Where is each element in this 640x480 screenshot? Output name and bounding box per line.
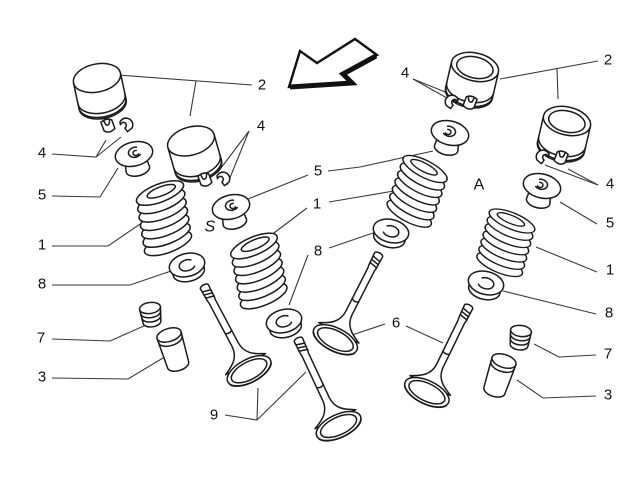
leader-right-1 bbox=[535, 246, 598, 273]
callout-left-8: 8 bbox=[38, 276, 46, 293]
leader-center-4b bbox=[226, 130, 250, 186]
part-seat-2 bbox=[263, 304, 307, 343]
leader-left-4 bbox=[51, 139, 107, 158]
leader-left-8 bbox=[52, 270, 172, 286]
leader-right-2 bbox=[499, 60, 599, 80]
callout-right-4: 4 bbox=[606, 176, 614, 193]
callout-left-1: 1 bbox=[38, 237, 46, 254]
callout-center-5: 5 bbox=[314, 163, 322, 180]
part-seal-1 bbox=[138, 300, 164, 330]
leader-right-4b bbox=[544, 164, 599, 186]
letter-a-intake: A bbox=[474, 177, 485, 194]
callout-right-7: 7 bbox=[604, 346, 612, 363]
part-seat-1 bbox=[166, 248, 210, 287]
part-valve-3 bbox=[307, 241, 402, 362]
letter-s-exhaust: S bbox=[205, 219, 216, 236]
callout-right-8: 8 bbox=[605, 305, 613, 322]
leader-center-4 bbox=[217, 130, 250, 173]
callout-center-4: 4 bbox=[257, 118, 265, 135]
leader-center-8a bbox=[288, 254, 309, 306]
part-tappet-1 bbox=[69, 58, 130, 124]
leader-left-1 bbox=[52, 219, 147, 247]
callout-left-5: 5 bbox=[38, 187, 46, 204]
callout-labels: 4 5 1 8 7 3 2 4 5 1 8 9 6 S A 4 2 4 5 1 … bbox=[37, 52, 614, 424]
part-retainer-3 bbox=[425, 116, 473, 160]
leader-center-2 bbox=[117, 74, 253, 86]
callout-righttop-4: 4 bbox=[401, 65, 409, 82]
direction-arrow-thick-edge bbox=[289, 53, 378, 90]
leader-center-2b bbox=[189, 80, 197, 117]
leader-6b bbox=[405, 325, 444, 344]
part-retainer-1 bbox=[111, 137, 159, 181]
callout-left-7: 7 bbox=[37, 330, 45, 347]
leader-left-4b bbox=[95, 136, 122, 158]
leader-9b bbox=[256, 371, 307, 421]
leader-right-8 bbox=[502, 290, 597, 315]
callout-center-2: 2 bbox=[258, 77, 266, 94]
callout-center-8: 8 bbox=[314, 243, 322, 260]
part-retainer-4 bbox=[517, 169, 565, 213]
leader-center-8b bbox=[328, 231, 377, 249]
part-seal-2 bbox=[507, 323, 533, 353]
callout-6: 6 bbox=[392, 315, 400, 332]
leader-9 bbox=[224, 387, 259, 421]
leader-right-3 bbox=[516, 379, 597, 399]
part-spring-2 bbox=[224, 226, 293, 316]
leader-6a bbox=[348, 323, 386, 337]
leader-center-5a bbox=[247, 174, 309, 200]
leader-center-1b bbox=[328, 190, 395, 203]
callout-center-1: 1 bbox=[313, 196, 321, 213]
part-spring-1 bbox=[131, 174, 197, 263]
leader-right-7 bbox=[533, 343, 597, 358]
part-guide-1 bbox=[154, 324, 193, 375]
part-retainer-2 bbox=[208, 190, 256, 234]
part-guide-2 bbox=[479, 350, 519, 401]
leader-righttop-4 bbox=[412, 78, 448, 99]
callout-left-3: 3 bbox=[38, 369, 46, 386]
callout-right-3: 3 bbox=[604, 387, 612, 404]
callout-left-4: 4 bbox=[38, 145, 46, 162]
leader-left-7 bbox=[51, 324, 147, 342]
part-valve-4 bbox=[399, 293, 492, 415]
direction-arrow-icon bbox=[287, 37, 380, 90]
leader-left-3 bbox=[51, 357, 164, 380]
callout-right-5: 5 bbox=[606, 215, 614, 232]
leader-right-2b bbox=[556, 67, 559, 100]
leader-right-5 bbox=[559, 201, 598, 225]
callout-right-2: 2 bbox=[604, 52, 612, 69]
leader-right-4 bbox=[567, 168, 599, 186]
callout-right-1: 1 bbox=[606, 262, 614, 279]
callout-9: 9 bbox=[210, 407, 218, 424]
part-tappet-2 bbox=[163, 120, 227, 188]
leader-left-5 bbox=[51, 167, 119, 198]
